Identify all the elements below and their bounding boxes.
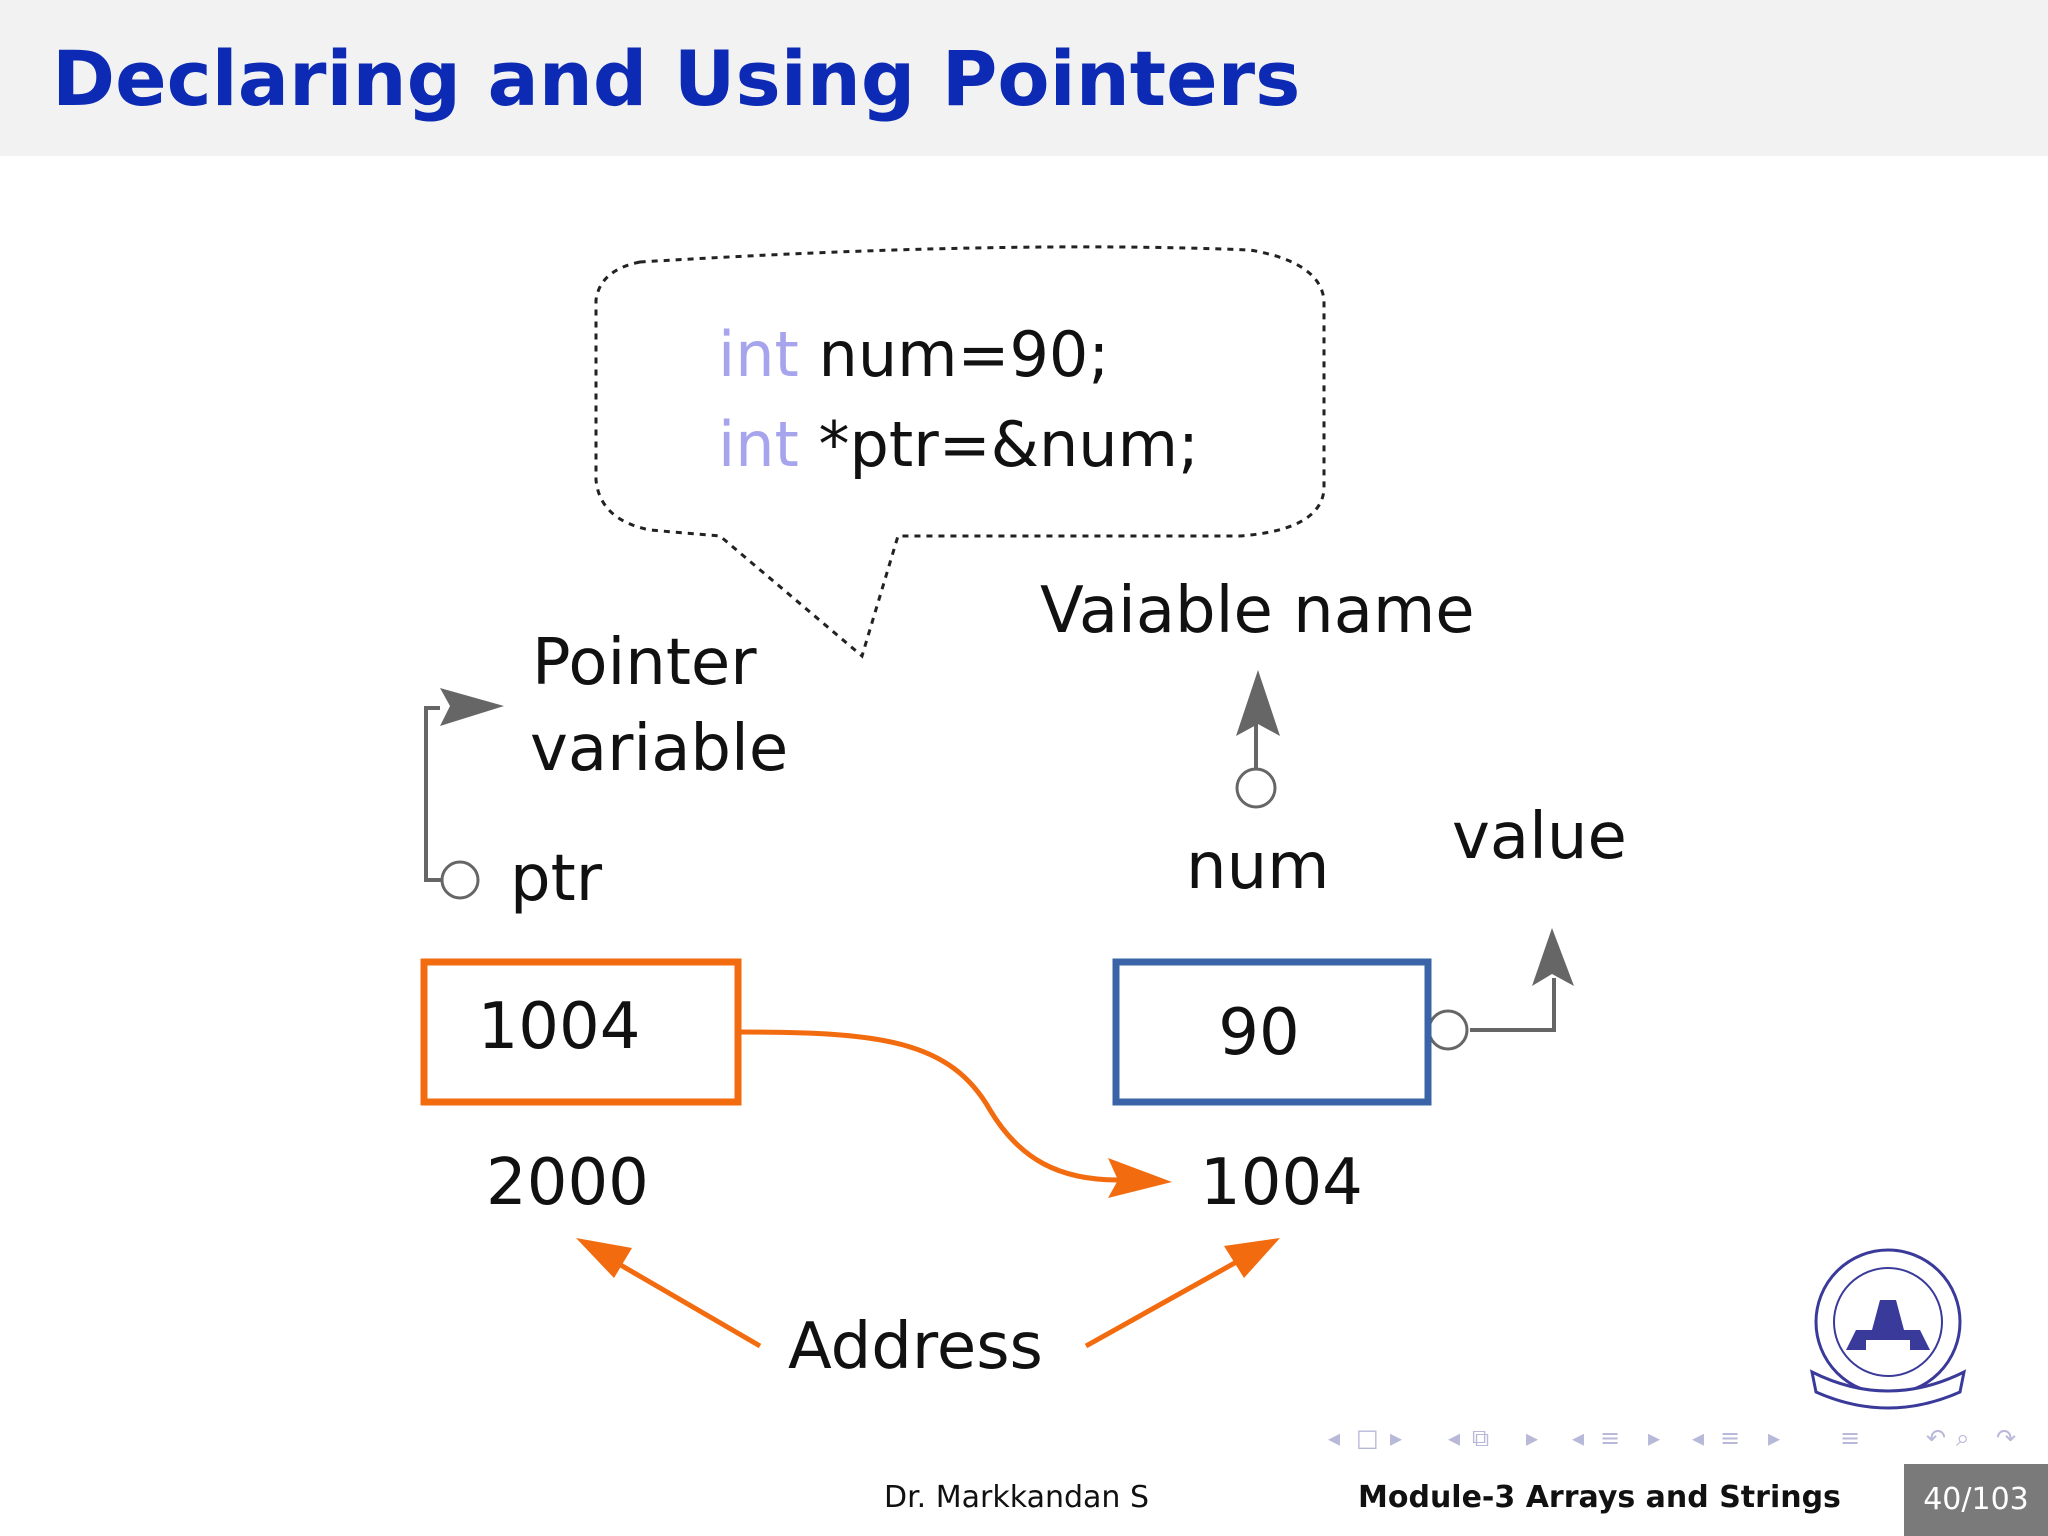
nav-next-frame-icon[interactable]: ▸: [1390, 1424, 1403, 1452]
footer-page-number: 40/103: [1904, 1464, 2048, 1536]
variable-name-arrowhead: [1236, 670, 1280, 736]
ptr-address: 2000: [486, 1146, 649, 1220]
address-arrow-left-head: [576, 1238, 632, 1278]
nav-frame-icon[interactable]: □: [1356, 1424, 1379, 1452]
ptr-box-value: 1004: [477, 990, 641, 1064]
pointer-variable-connector: [424, 706, 446, 882]
pointer-to-address-curve: [739, 1029, 1119, 1183]
ptr-memory-box: [420, 958, 742, 1106]
pointer-curve-arrowhead: [1108, 1158, 1172, 1198]
address-arrow-left-line: [610, 1257, 762, 1349]
nav-prev-section-icon[interactable]: ◂: [1572, 1424, 1585, 1452]
beamer-nav-bar: ◂ □ ▸ ◂ ⧉ ▸ ◂ ≡ ▸ ◂ ≡ ▸ ≡ ↶ ⌕ ↷: [1320, 1424, 2040, 1454]
num-address: 1004: [1200, 1146, 1363, 1220]
num-box-value: 90: [1218, 996, 1300, 1070]
value-label: value: [1452, 800, 1627, 874]
code-line-2: int *ptr=&num;: [718, 408, 1199, 481]
num-variable-name: num: [1186, 830, 1330, 904]
nav-subsection-icon[interactable]: ⧉: [1472, 1424, 1490, 1452]
code-line-1: int num=90;: [718, 318, 1109, 391]
slide-title: Declaring and Using Pointers: [52, 34, 1301, 123]
vit-logo: [1809, 1248, 1967, 1410]
pointer-label-line1: Pointer: [532, 626, 757, 700]
address-label: Address: [788, 1310, 1043, 1384]
nav-prev-frame-icon[interactable]: ◂: [1328, 1424, 1341, 1452]
nav-next-section-icon[interactable]: ▸: [1648, 1424, 1661, 1452]
nav-prev-doc-icon[interactable]: ◂: [1692, 1424, 1705, 1452]
ptr-connector-dot: [440, 860, 480, 900]
nav-forward-icon[interactable]: ↷: [1996, 1424, 2017, 1452]
footer-module: Module-3 Arrays and Strings: [1358, 1480, 1841, 1515]
value-connector: [1470, 978, 1556, 1032]
nav-prev-subsection-icon[interactable]: ◂: [1448, 1424, 1461, 1452]
value-connector-dot: [1427, 1009, 1469, 1051]
code-callout-bubble: [594, 245, 1326, 659]
pointer-label-line2: variable: [530, 712, 789, 786]
code-keyword: int: [718, 408, 799, 481]
nav-next-doc-icon[interactable]: ▸: [1768, 1424, 1781, 1452]
nav-doc-icon[interactable]: ≡: [1720, 1424, 1741, 1452]
title-bar: Declaring and Using Pointers: [0, 0, 2048, 156]
variable-name-label: Vaiable name: [1040, 574, 1475, 648]
nav-next-subsection-icon[interactable]: ▸: [1526, 1424, 1539, 1452]
pointer-variable-arrowhead: [440, 688, 504, 726]
address-arrow-right-line: [1084, 1257, 1242, 1349]
value-arrowhead: [1532, 928, 1574, 986]
nav-back-icon[interactable]: ↶: [1926, 1424, 1947, 1452]
address-arrow-right-head: [1224, 1238, 1280, 1278]
num-connector-dot: [1235, 767, 1277, 809]
footer-author: Dr. Markkandan S: [884, 1480, 1149, 1515]
num-memory-box: [1112, 958, 1432, 1106]
ptr-variable-name: ptr: [510, 842, 603, 916]
code-keyword: int: [718, 318, 799, 391]
nav-section-icon[interactable]: ≡: [1600, 1424, 1621, 1452]
code-statement: num=90;: [798, 318, 1110, 391]
code-statement: *ptr=&num;: [798, 408, 1199, 481]
nav-search-icon[interactable]: ⌕: [1956, 1424, 1970, 1452]
nav-toc-icon[interactable]: ≡: [1840, 1424, 1861, 1452]
